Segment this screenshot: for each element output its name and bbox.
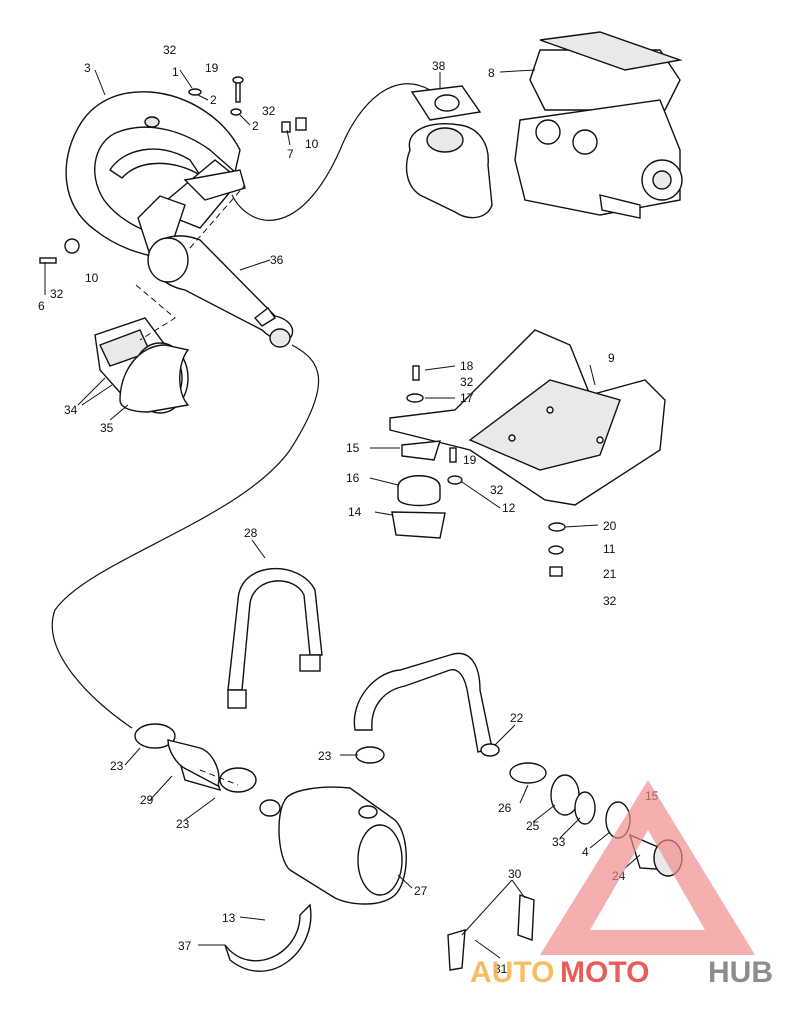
label-2: 2 bbox=[210, 93, 217, 107]
leader-lines bbox=[44, 69, 641, 959]
label-12: 12 bbox=[502, 501, 516, 515]
label-22: 22 bbox=[510, 711, 524, 725]
engine-mount-plate bbox=[389, 329, 666, 506]
label-17: 17 bbox=[460, 391, 474, 405]
watermark-hub: HUB bbox=[708, 956, 773, 989]
label-23: 23 bbox=[110, 759, 124, 773]
label-14: 14 bbox=[348, 505, 362, 519]
label-23: 23 bbox=[318, 749, 332, 763]
label-8: 8 bbox=[488, 66, 495, 80]
exhaust-elbow bbox=[405, 123, 493, 219]
water-hose bbox=[353, 652, 500, 757]
watermark-moto: MOTO bbox=[560, 956, 649, 989]
label-7: 7 bbox=[287, 147, 294, 161]
label-31: 31 bbox=[494, 962, 508, 976]
label-25: 25 bbox=[526, 819, 540, 833]
label-35: 35 bbox=[100, 421, 114, 435]
label-32: 32 bbox=[50, 287, 64, 301]
mounting-brackets bbox=[224, 894, 535, 972]
label-37: 37 bbox=[178, 939, 192, 953]
label-32: 32 bbox=[490, 483, 504, 497]
label-6: 6 bbox=[38, 299, 45, 313]
routing-lines bbox=[51, 83, 431, 786]
label-18: 18 bbox=[460, 359, 474, 373]
label-20: 20 bbox=[603, 519, 617, 533]
label-4: 4 bbox=[582, 845, 589, 859]
label-10: 10 bbox=[85, 271, 99, 285]
tuned-pipe-cone bbox=[147, 235, 294, 348]
label-1: 1 bbox=[172, 65, 179, 79]
label-36: 36 bbox=[270, 253, 284, 267]
label-32: 32 bbox=[603, 594, 617, 608]
label-13: 13 bbox=[222, 911, 236, 925]
muffler-canister bbox=[259, 786, 407, 905]
label-32: 32 bbox=[163, 43, 177, 57]
retaining-strap bbox=[227, 568, 323, 709]
hardware-fasteners bbox=[39, 76, 566, 577]
engine-block bbox=[514, 31, 683, 219]
label-19: 19 bbox=[463, 453, 477, 467]
coupling-sleeve-and-clamps bbox=[94, 317, 190, 414]
label-32: 32 bbox=[460, 375, 474, 389]
exhaust-flange-gasket bbox=[410, 85, 482, 121]
watermark: AUTO MOTO HUB bbox=[470, 780, 773, 989]
label-15: 15 bbox=[346, 441, 360, 455]
label-19: 19 bbox=[205, 61, 219, 75]
label-34: 34 bbox=[64, 403, 78, 417]
label-29: 29 bbox=[140, 793, 154, 807]
label-33: 33 bbox=[552, 835, 566, 849]
label-16: 16 bbox=[346, 471, 360, 485]
label-23: 23 bbox=[176, 817, 190, 831]
label-38: 38 bbox=[432, 59, 446, 73]
label-26: 26 bbox=[498, 801, 512, 815]
label-32: 32 bbox=[262, 104, 276, 118]
watermark-auto: AUTO bbox=[470, 956, 554, 989]
label-21: 21 bbox=[603, 567, 617, 581]
label-10: 10 bbox=[305, 137, 319, 151]
label-30: 30 bbox=[508, 867, 522, 881]
label-9: 9 bbox=[608, 351, 615, 365]
label-27: 27 bbox=[414, 884, 428, 898]
label-2: 2 bbox=[252, 119, 259, 133]
label-11: 11 bbox=[603, 542, 616, 556]
label-3: 3 bbox=[84, 61, 91, 75]
exhaust-manifold bbox=[65, 91, 246, 263]
label-28: 28 bbox=[244, 526, 258, 540]
